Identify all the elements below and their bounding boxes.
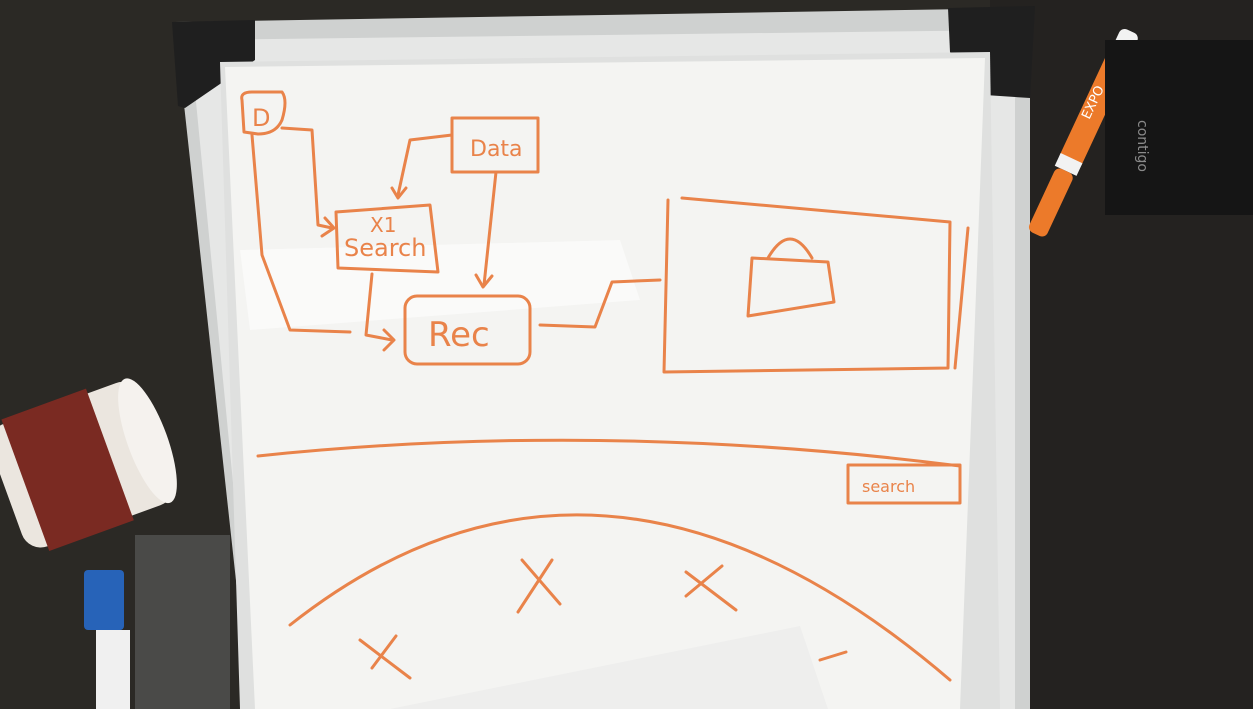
board-glare	[240, 240, 640, 330]
x-mark-2	[684, 564, 738, 612]
rec-node-box	[403, 294, 532, 366]
arrow-data-to-rec	[482, 170, 498, 287]
laptop-lid	[390, 626, 828, 709]
data-node-label: Data	[470, 137, 523, 162]
screen-box	[662, 196, 952, 374]
rec-node-label: Rec	[428, 315, 490, 355]
arrow-search-to-rec	[364, 272, 394, 342]
arrow-rec-to-screen	[538, 278, 662, 329]
bottle-body	[1105, 40, 1253, 215]
diagram	[240, 90, 970, 682]
x-mark-1	[516, 558, 562, 614]
cup-sleeve	[1, 388, 134, 551]
screen-side-line	[953, 226, 970, 370]
search-box-label: search	[862, 477, 915, 496]
bag-icon-handle	[766, 237, 814, 260]
blue-marker-cap	[84, 570, 124, 630]
arrow-d-to-rec	[250, 133, 352, 334]
arrowhead-d-search	[320, 216, 336, 238]
arrow-d-to-search	[280, 126, 334, 230]
eraser	[135, 535, 230, 709]
coffee-cup	[0, 378, 177, 551]
d-node-shape	[240, 90, 287, 136]
x-mark-3	[358, 634, 412, 680]
marker-tail	[1028, 168, 1073, 237]
cup-lid	[118, 378, 177, 504]
bag-icon-body	[746, 256, 836, 318]
front-board-surface	[225, 58, 985, 709]
blue-marker-body	[96, 630, 130, 709]
search-box-lower	[846, 463, 962, 505]
search-node-prefix: X1	[370, 213, 396, 237]
arrowhead-data-search	[390, 186, 408, 200]
search-node-box	[334, 203, 440, 274]
section-divider	[256, 438, 962, 468]
search-node-label: Search	[344, 234, 426, 262]
d-node-label: D	[252, 104, 270, 132]
arrow-data-to-search	[396, 133, 454, 197]
field-arc	[288, 513, 952, 682]
arrowhead-data-rec	[474, 273, 494, 289]
frame-corner-left	[172, 20, 255, 108]
x-mark-4	[818, 650, 848, 662]
arrowhead-search-rec	[382, 328, 396, 352]
marker-band	[1054, 153, 1083, 176]
bottle-brand-label: contigo	[1134, 120, 1150, 172]
